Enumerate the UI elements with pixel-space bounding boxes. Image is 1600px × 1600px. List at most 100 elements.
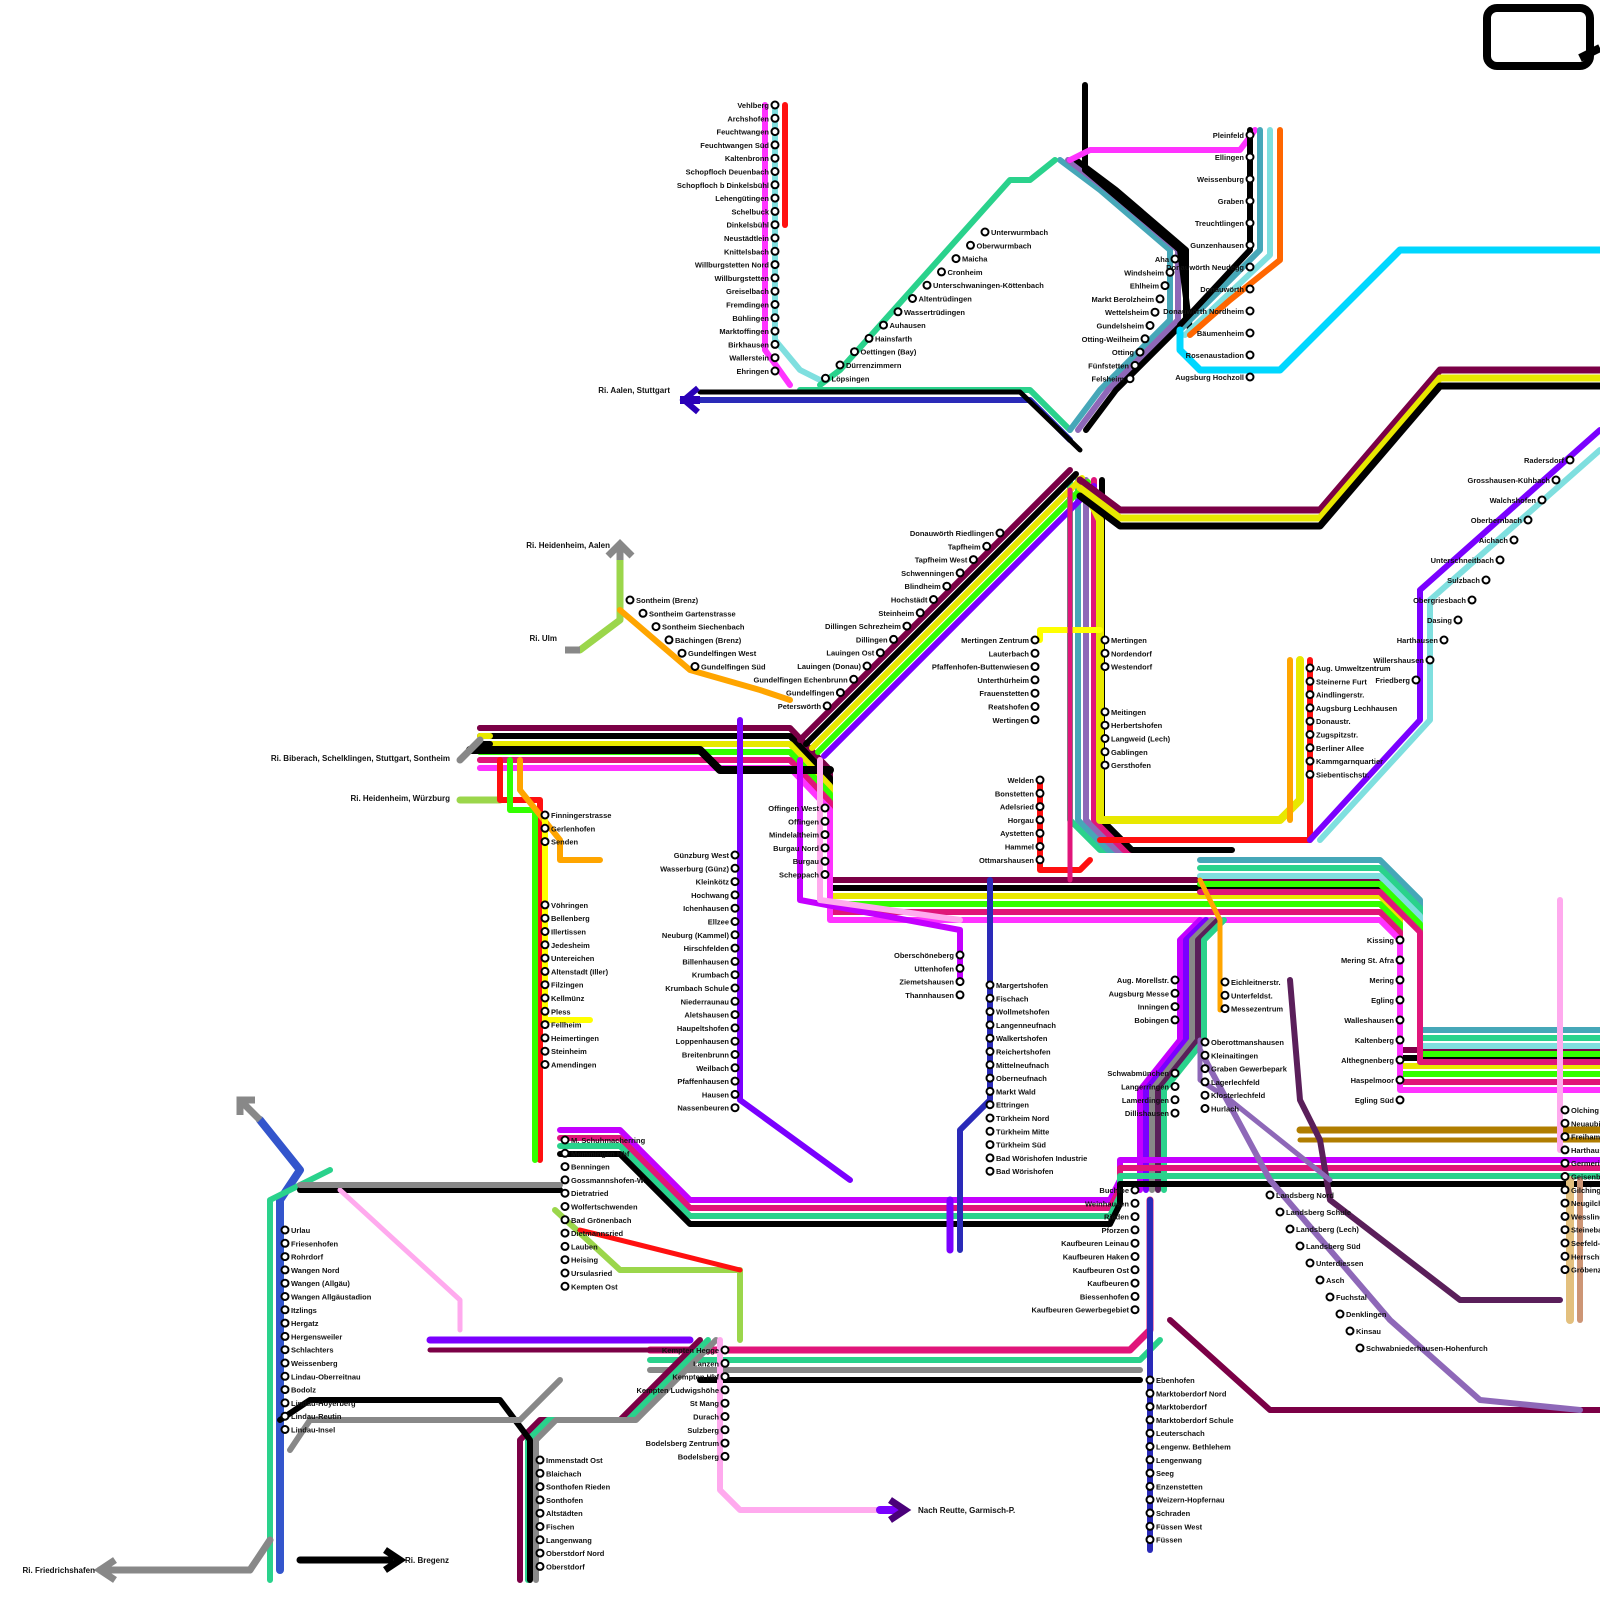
station-marker[interactable]	[542, 1021, 549, 1028]
station-marker[interactable]	[982, 229, 989, 236]
station-marker[interactable]	[837, 689, 844, 696]
station-marker[interactable]	[1267, 1192, 1274, 1199]
station-marker[interactable]	[1222, 992, 1229, 999]
station-marker[interactable]	[562, 1256, 569, 1263]
station-marker[interactable]	[953, 255, 960, 262]
station-marker[interactable]	[1562, 1107, 1569, 1114]
station-marker[interactable]	[957, 952, 964, 959]
station-marker[interactable]	[542, 941, 549, 948]
station-marker[interactable]	[772, 314, 779, 321]
station-marker[interactable]	[1562, 1200, 1569, 1207]
station-marker[interactable]	[772, 328, 779, 335]
station-marker[interactable]	[1162, 282, 1169, 289]
station-marker[interactable]	[1397, 1057, 1404, 1064]
station-marker[interactable]	[822, 818, 829, 825]
station-marker[interactable]	[1172, 1003, 1179, 1010]
station-marker[interactable]	[1347, 1328, 1354, 1335]
station-marker[interactable]	[732, 985, 739, 992]
station-marker[interactable]	[1307, 771, 1314, 778]
station-marker[interactable]	[1132, 1266, 1139, 1273]
station-marker[interactable]	[1132, 362, 1139, 369]
station-marker[interactable]	[822, 831, 829, 838]
station-marker[interactable]	[282, 1320, 289, 1327]
station-marker[interactable]	[732, 998, 739, 1005]
station-marker[interactable]	[1397, 937, 1404, 944]
station-marker[interactable]	[562, 1270, 569, 1277]
station-marker[interactable]	[772, 261, 779, 268]
station-marker[interactable]	[1152, 309, 1159, 316]
station-marker[interactable]	[282, 1253, 289, 1260]
station-marker[interactable]	[732, 1104, 739, 1111]
station-marker[interactable]	[1147, 1510, 1154, 1517]
station-marker[interactable]	[822, 858, 829, 865]
station-marker[interactable]	[917, 609, 924, 616]
station-marker[interactable]	[1102, 637, 1109, 644]
station-marker[interactable]	[1172, 1070, 1179, 1077]
station-marker[interactable]	[1307, 704, 1314, 711]
station-marker[interactable]	[732, 1051, 739, 1058]
station-marker[interactable]	[1562, 1253, 1569, 1260]
station-marker[interactable]	[1562, 1133, 1569, 1140]
station-marker[interactable]	[1357, 1345, 1364, 1352]
station-marker[interactable]	[562, 1230, 569, 1237]
station-marker[interactable]	[1247, 220, 1254, 227]
station-marker[interactable]	[282, 1413, 289, 1420]
station-marker[interactable]	[1277, 1209, 1284, 1216]
station-marker[interactable]	[837, 362, 844, 369]
station-marker[interactable]	[1562, 1186, 1569, 1193]
station-marker[interactable]	[562, 1137, 569, 1144]
station-marker[interactable]	[1142, 335, 1149, 342]
station-marker[interactable]	[987, 1061, 994, 1068]
station-marker[interactable]	[542, 1048, 549, 1055]
station-marker[interactable]	[653, 623, 660, 630]
station-marker[interactable]	[987, 1168, 994, 1175]
station-marker[interactable]	[772, 221, 779, 228]
station-marker[interactable]	[866, 335, 873, 342]
station-marker[interactable]	[1247, 132, 1254, 139]
station-marker[interactable]	[1032, 650, 1039, 657]
station-marker[interactable]	[1202, 1065, 1209, 1072]
station-marker[interactable]	[822, 375, 829, 382]
station-marker[interactable]	[1307, 731, 1314, 738]
station-marker[interactable]	[562, 1283, 569, 1290]
station-marker[interactable]	[772, 235, 779, 242]
station-marker[interactable]	[537, 1496, 544, 1503]
station-marker[interactable]	[1397, 1037, 1404, 1044]
station-marker[interactable]	[1202, 1078, 1209, 1085]
station-marker[interactable]	[1539, 497, 1546, 504]
station-marker[interactable]	[1337, 1311, 1344, 1318]
station-marker[interactable]	[1147, 1523, 1154, 1530]
station-marker[interactable]	[542, 968, 549, 975]
station-marker[interactable]	[732, 1091, 739, 1098]
station-marker[interactable]	[1307, 678, 1314, 685]
station-marker[interactable]	[542, 915, 549, 922]
station-marker[interactable]	[537, 1457, 544, 1464]
station-marker[interactable]	[822, 871, 829, 878]
station-marker[interactable]	[1553, 477, 1560, 484]
station-marker[interactable]	[1562, 1173, 1569, 1180]
station-marker[interactable]	[1132, 1280, 1139, 1287]
station-marker[interactable]	[1441, 637, 1448, 644]
station-marker[interactable]	[983, 543, 990, 550]
station-marker[interactable]	[987, 1048, 994, 1055]
station-marker[interactable]	[732, 918, 739, 925]
station-marker[interactable]	[824, 702, 831, 709]
station-marker[interactable]	[1525, 517, 1532, 524]
station-marker[interactable]	[537, 1523, 544, 1530]
station-marker[interactable]	[1147, 1470, 1154, 1477]
station-marker[interactable]	[722, 1400, 729, 1407]
station-marker[interactable]	[1247, 198, 1254, 205]
station-marker[interactable]	[1147, 1536, 1154, 1543]
station-marker[interactable]	[822, 844, 829, 851]
station-marker[interactable]	[732, 878, 739, 885]
station-marker[interactable]	[537, 1483, 544, 1490]
station-marker[interactable]	[1397, 1097, 1404, 1104]
station-marker[interactable]	[1307, 718, 1314, 725]
station-marker[interactable]	[1132, 1253, 1139, 1260]
station-marker[interactable]	[1397, 997, 1404, 1004]
station-marker[interactable]	[640, 610, 647, 617]
station-marker[interactable]	[722, 1373, 729, 1380]
station-marker[interactable]	[562, 1216, 569, 1223]
station-marker[interactable]	[970, 556, 977, 563]
station-marker[interactable]	[1247, 154, 1254, 161]
